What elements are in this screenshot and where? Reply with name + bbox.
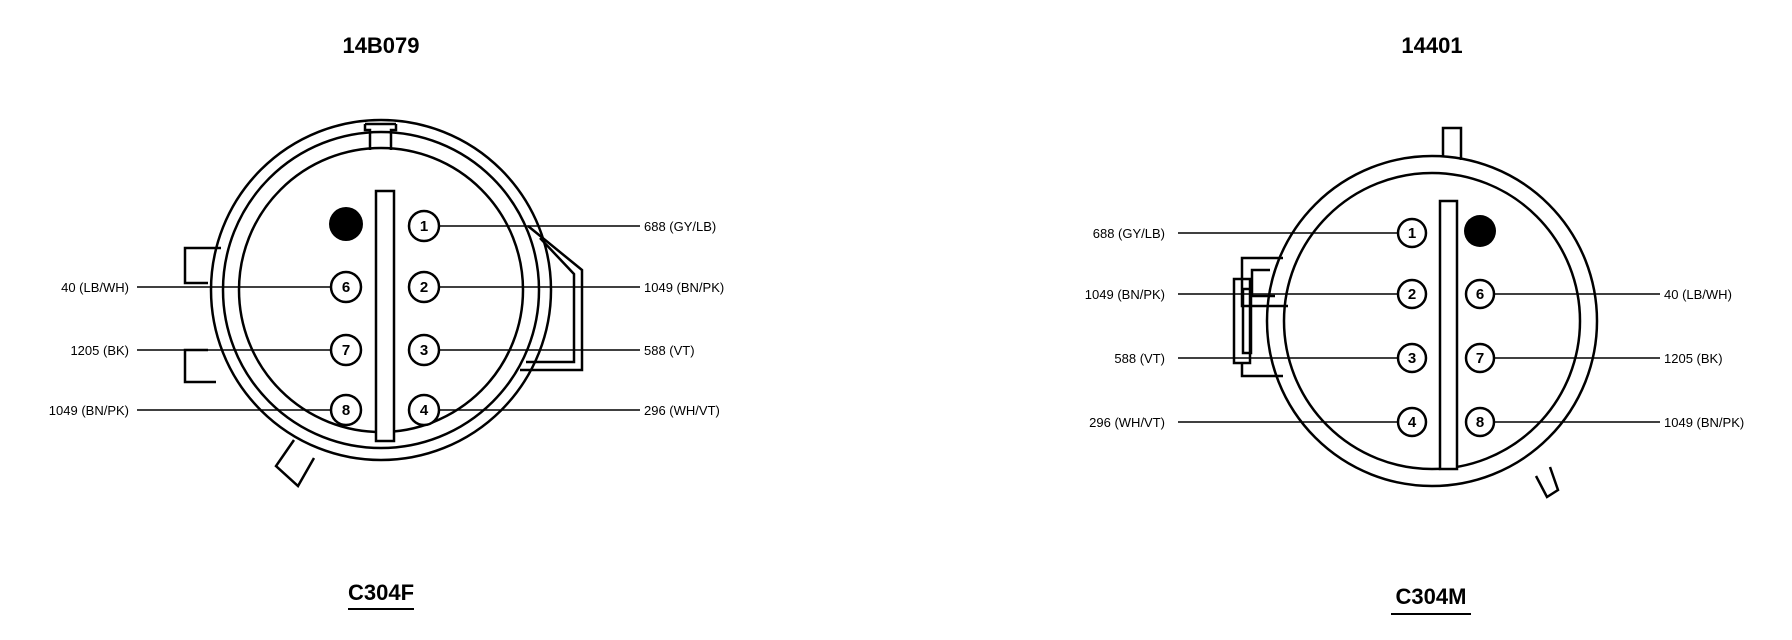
svg-text:4: 4 — [420, 402, 429, 419]
pin-8: 8 1049 (BN/PK) — [1464, 406, 1744, 438]
center-divider — [374, 189, 396, 443]
svg-text:1: 1 — [1408, 225, 1416, 242]
pin-7-circuit-label: 1205 (BK) — [1664, 351, 1723, 366]
svg-text:2: 2 — [420, 279, 428, 296]
pin-2-circuit-label: 1049 (BN/PK) — [1085, 287, 1165, 302]
keying-dot — [329, 207, 363, 241]
svg-text:8: 8 — [1476, 414, 1484, 431]
pin-8: 8 1049 (BN/PK) — [49, 393, 363, 427]
pin-6: 6 40 (LB/WH) — [1464, 278, 1732, 310]
pin-1: 1 688 (GY/LB) — [407, 209, 716, 243]
pin-1-circuit-label: 688 (GY/LB) — [1093, 226, 1165, 241]
pin-4: 4 296 (WH/VT) — [1089, 406, 1428, 438]
pin-2: 2 1049 (BN/PK) — [1085, 278, 1428, 310]
connector-housing — [183, 118, 584, 488]
pin-6-circuit-label: 40 (LB/WH) — [61, 280, 129, 295]
svg-text:1: 1 — [420, 218, 428, 235]
pin-4-circuit-label: 296 (WH/VT) — [1089, 415, 1165, 430]
pin-3-circuit-label: 588 (VT) — [644, 343, 695, 358]
pin-1: 1 688 (GY/LB) — [1093, 217, 1428, 249]
svg-text:6: 6 — [1476, 286, 1484, 303]
pin-7: 7 1205 (BK) — [1464, 342, 1723, 374]
pin-4: 4 296 (WH/VT) — [407, 393, 720, 427]
svg-text:7: 7 — [1476, 350, 1484, 367]
pin-7: 7 1205 (BK) — [70, 333, 363, 367]
svg-text:3: 3 — [420, 342, 428, 359]
pin-4-circuit-label: 296 (WH/VT) — [644, 403, 720, 418]
svg-text:7: 7 — [342, 342, 350, 359]
pin-1-circuit-label: 688 (GY/LB) — [644, 219, 716, 234]
pin-7-circuit-label: 1205 (BK) — [70, 343, 129, 358]
pin-3: 3 588 (VT) — [407, 333, 695, 367]
connector-id-c304f: C304F — [348, 580, 414, 605]
pin-8-circuit-label: 1049 (BN/PK) — [1664, 415, 1744, 430]
connector-id-c304m: C304M — [1396, 584, 1467, 609]
pin-3-circuit-label: 588 (VT) — [1114, 351, 1165, 366]
center-divider — [1438, 199, 1459, 471]
part-number-14401: 14401 — [1401, 33, 1462, 58]
pin-3: 3 588 (VT) — [1114, 342, 1428, 374]
pin-2-circuit-label: 1049 (BN/PK) — [644, 280, 724, 295]
svg-text:8: 8 — [342, 402, 350, 419]
pin-6: 6 40 (LB/WH) — [61, 270, 363, 304]
keying-dot — [1464, 215, 1496, 247]
connector-c304m: 14401 1 688 (GY/LB) — [1085, 33, 1744, 615]
svg-text:2: 2 — [1408, 286, 1416, 303]
connector-housing — [1232, 126, 1599, 499]
pin-8-circuit-label: 1049 (BN/PK) — [49, 403, 129, 418]
pin-6-circuit-label: 40 (LB/WH) — [1664, 287, 1732, 302]
svg-text:6: 6 — [342, 279, 350, 296]
pin-2: 2 1049 (BN/PK) — [407, 270, 724, 304]
svg-text:4: 4 — [1408, 414, 1417, 431]
connector-c304f: 14B079 1 688 (GY/LB) — [49, 33, 724, 610]
part-number-14b079: 14B079 — [342, 33, 419, 58]
svg-text:3: 3 — [1408, 350, 1416, 367]
